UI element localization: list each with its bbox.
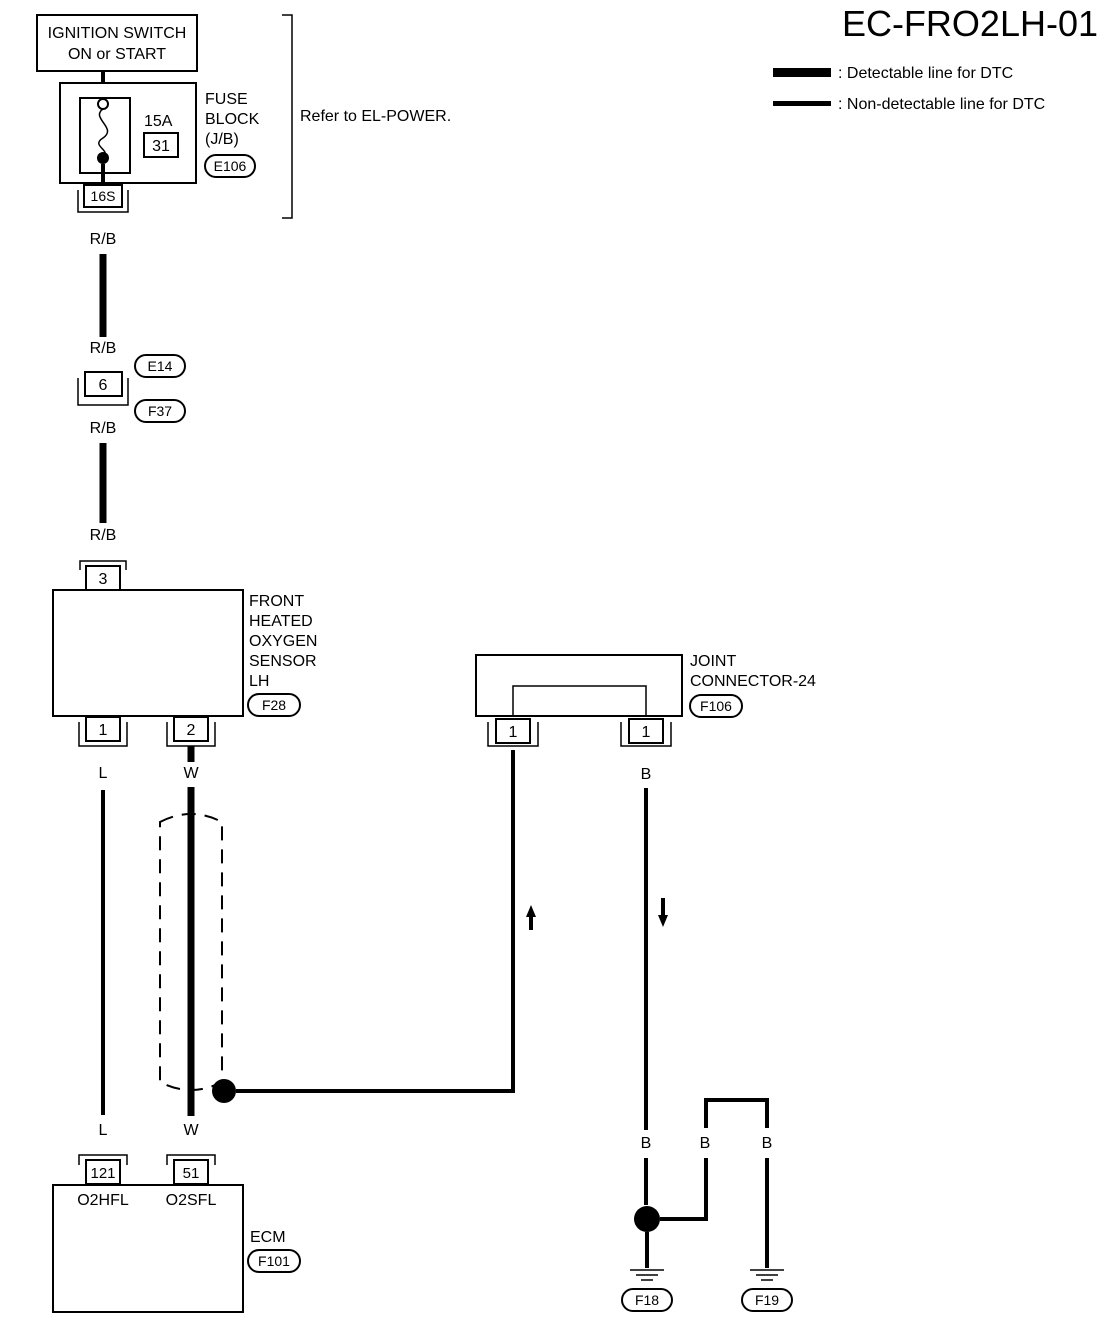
sensor-pin-1: 1 xyxy=(99,722,108,739)
legend: : Detectable line for DTC : Non-detectab… xyxy=(773,65,1045,113)
legend-thick-line xyxy=(773,68,831,77)
ignition-line1: IGNITION SWITCH xyxy=(48,25,187,42)
fuse-amp: 15A xyxy=(144,113,173,130)
sensor-label-5: LH xyxy=(249,673,269,690)
ignition-line2: ON or START xyxy=(68,46,166,63)
joint-label-1: JOINT xyxy=(690,653,736,670)
pin-6: 6 xyxy=(99,377,108,394)
connector-e14: E14 xyxy=(148,358,173,374)
legend-non-detectable-text: : Non-detectable line for DTC xyxy=(838,96,1045,113)
legend-thin-line xyxy=(773,101,831,106)
joint-label-2: CONNECTOR-24 xyxy=(690,673,816,690)
legend-detectable-text: : Detectable line for DTC xyxy=(838,65,1013,82)
refer-bracket xyxy=(282,14,293,219)
connector-e106: E106 xyxy=(214,158,247,174)
sensor-label-3: OXYGEN xyxy=(249,633,317,650)
ecm-pin-51: 51 xyxy=(183,1165,200,1182)
fuse-top-terminal xyxy=(97,98,109,110)
arrow-up-icon xyxy=(526,905,536,917)
wire-l-bottom: L xyxy=(99,1122,108,1139)
wire-rb-4: R/B xyxy=(90,527,117,544)
refer-text: Refer to EL-POWER. xyxy=(300,108,451,125)
ecm-label: ECM xyxy=(250,1229,286,1246)
fuse-block-label3: (J/B) xyxy=(205,131,239,148)
joint-internal-link xyxy=(512,685,647,716)
wire-l-top: L xyxy=(99,765,108,782)
wire-w-bottom: W xyxy=(183,1122,199,1139)
ground-f18-icon xyxy=(630,1269,664,1281)
sensor-pin-2: 2 xyxy=(187,722,196,739)
oxygen-sensor-box xyxy=(52,589,244,717)
connector-f106: F106 xyxy=(700,698,732,714)
joint-pin-right: 1 xyxy=(642,724,651,741)
fuse-block: 15A 31 xyxy=(59,82,197,184)
arrow-down-icon xyxy=(658,915,668,927)
wire-b-left: B xyxy=(641,1135,652,1152)
ecm-terminal-o2hfl: O2HFL xyxy=(77,1192,129,1209)
sensor-pin-3: 3 xyxy=(99,571,108,588)
connector-f37: F37 xyxy=(148,403,172,419)
ecm-terminal-o2sfl: O2SFL xyxy=(166,1192,217,1209)
connector-e106-oval xyxy=(204,154,256,178)
sensor-label-4: SENSOR xyxy=(249,653,317,670)
wire-b-right: B xyxy=(762,1135,773,1152)
wire-rb-3: R/B xyxy=(90,420,117,437)
ground-f19: F19 xyxy=(755,1292,779,1308)
ecm-box xyxy=(52,1184,244,1313)
shield-ground-splice xyxy=(212,1079,236,1103)
wire-w-top: W xyxy=(183,765,199,782)
fuse-block-label1: FUSE xyxy=(205,91,248,108)
fuse-bottom-terminal xyxy=(97,152,109,164)
fuse-icon xyxy=(98,108,109,158)
connector-f101: F101 xyxy=(258,1253,290,1269)
shield-ground-wire xyxy=(236,750,515,1093)
ecm-pin-121: 121 xyxy=(90,1165,115,1182)
ground-splice xyxy=(634,1206,660,1232)
fuse-block-label2: BLOCK xyxy=(205,111,260,128)
wire-rb-1: R/B xyxy=(90,231,117,248)
wire-b-joint: B xyxy=(641,766,652,783)
terminal-16s: 16S xyxy=(91,188,116,204)
fuse-number: 31 xyxy=(152,138,170,155)
connector-f28: F28 xyxy=(262,697,286,713)
wire-rb-2: R/B xyxy=(90,340,117,357)
wire-b-branch xyxy=(660,1158,708,1221)
wire-b-bridge xyxy=(704,1098,769,1128)
ignition-switch: IGNITION SWITCH ON or START xyxy=(36,14,198,72)
ground-f18: F18 xyxy=(635,1292,659,1308)
joint-pin-left: 1 xyxy=(509,724,518,741)
sensor-label-1: FRONT xyxy=(249,593,304,610)
wire-b-middle: B xyxy=(700,1135,711,1152)
diagram-id: EC-FRO2LH-01 xyxy=(842,3,1098,44)
sensor-label-2: HEATED xyxy=(249,613,313,630)
ground-f19-icon xyxy=(750,1269,784,1281)
